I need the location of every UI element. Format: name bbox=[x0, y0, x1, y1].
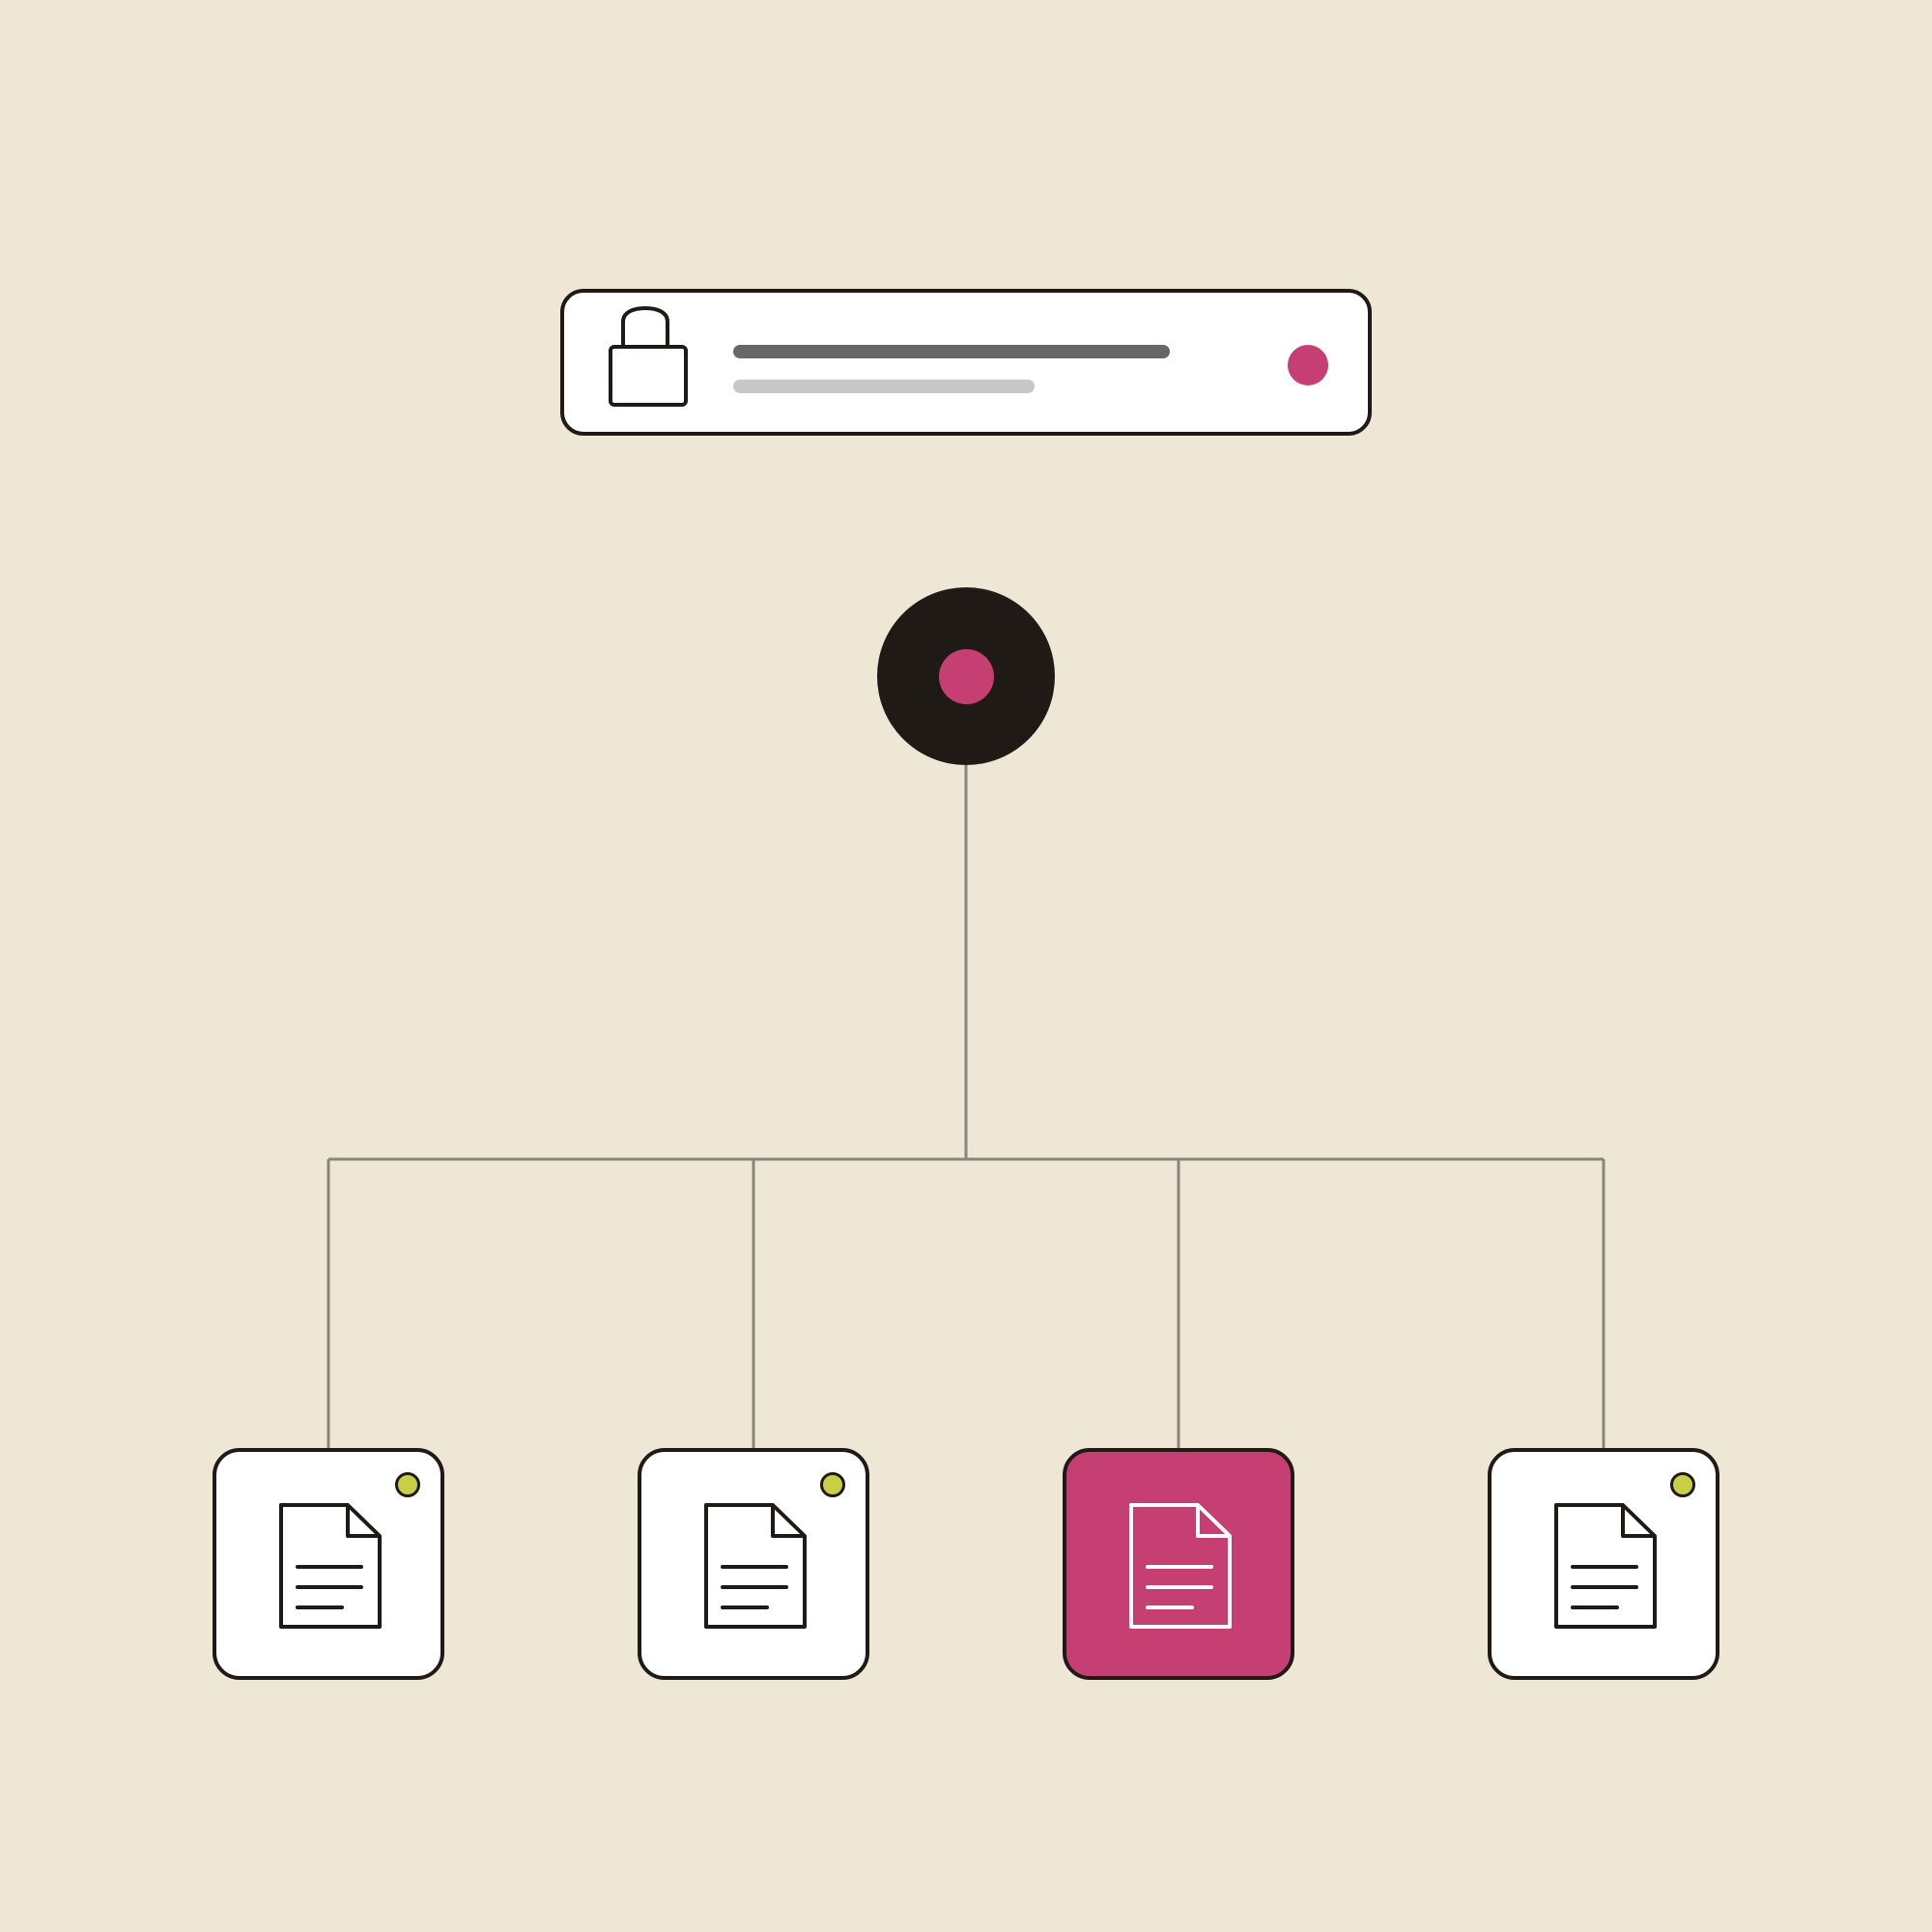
lock-icon bbox=[609, 305, 688, 407]
document-icon bbox=[1129, 1503, 1232, 1629]
status-badge bbox=[395, 1472, 420, 1497]
secure-header-card bbox=[560, 289, 1372, 436]
document-icon bbox=[279, 1503, 382, 1629]
document-icon bbox=[704, 1503, 807, 1629]
hub-node bbox=[877, 587, 1055, 765]
status-dot bbox=[1288, 345, 1328, 385]
document-card-1[interactable] bbox=[213, 1448, 444, 1680]
header-secondary-line bbox=[733, 380, 1035, 393]
hub-core-dot bbox=[939, 649, 994, 704]
document-card-3-selected[interactable] bbox=[1063, 1448, 1294, 1680]
status-badge bbox=[820, 1472, 845, 1497]
document-card-4[interactable] bbox=[1488, 1448, 1719, 1680]
document-card-2[interactable] bbox=[638, 1448, 869, 1680]
header-primary-line bbox=[733, 345, 1170, 358]
status-badge bbox=[1670, 1472, 1695, 1497]
document-icon bbox=[1554, 1503, 1657, 1629]
